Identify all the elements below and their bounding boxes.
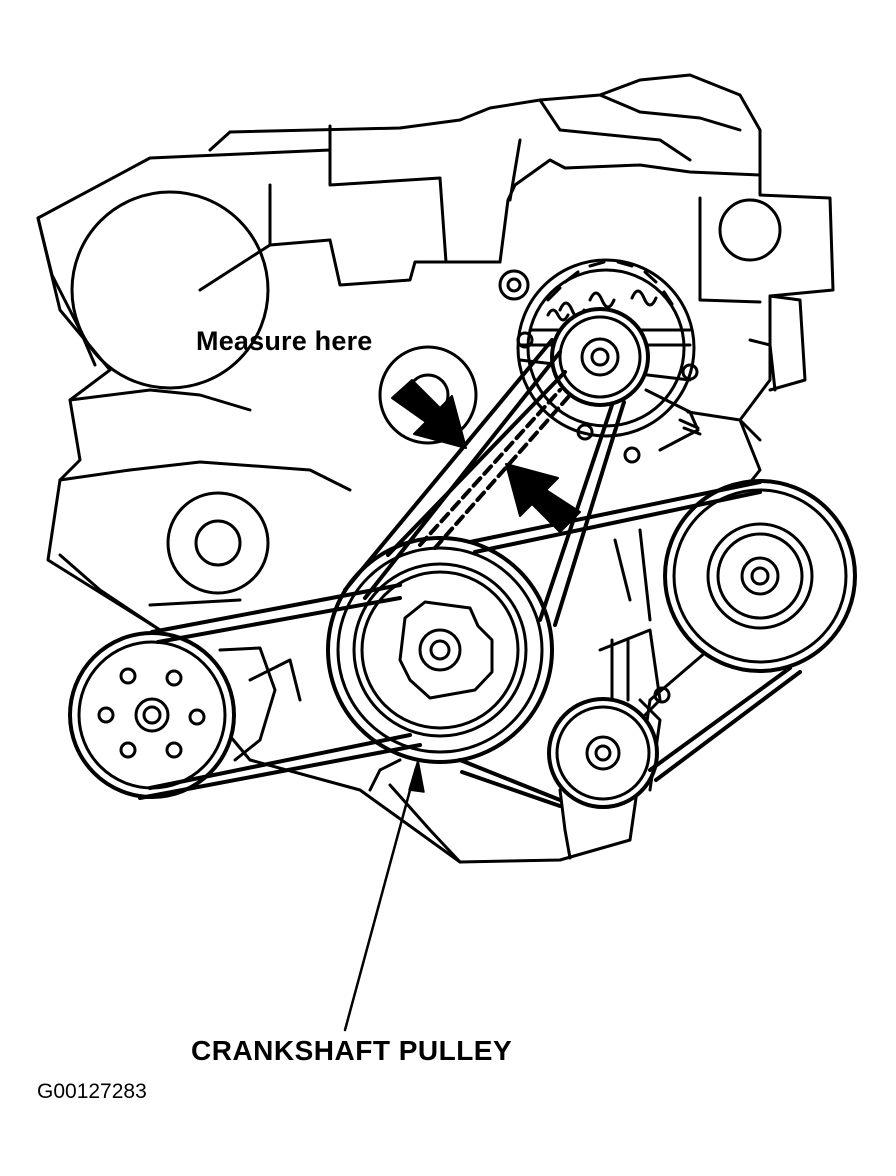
drive-belt [138, 338, 802, 808]
leader-arrowhead-icon [408, 759, 425, 793]
alternator [498, 258, 762, 464]
measure-arrow-icon [391, 379, 467, 449]
figure-id: G00127283 [37, 1080, 147, 1103]
idler-pulley [547, 697, 659, 809]
deflection-arrow-icon [505, 463, 581, 533]
alternator-pulley [550, 307, 650, 407]
crankshaft-pulley-drawing [326, 536, 554, 764]
power-steering-pulley [663, 479, 857, 673]
measure-here-label: Measure here [196, 326, 373, 356]
upper-right-boss [718, 198, 782, 262]
water-pump-pulley [68, 631, 236, 799]
block-boss [166, 491, 270, 595]
crankshaft-leader-line [343, 766, 418, 1032]
valve-cover [228, 73, 762, 177]
crankshaft-pulley-label: CRANKSHAFT PULLEY [191, 1035, 513, 1066]
idler-boss [378, 345, 478, 445]
upper-left-pulley [70, 190, 270, 390]
